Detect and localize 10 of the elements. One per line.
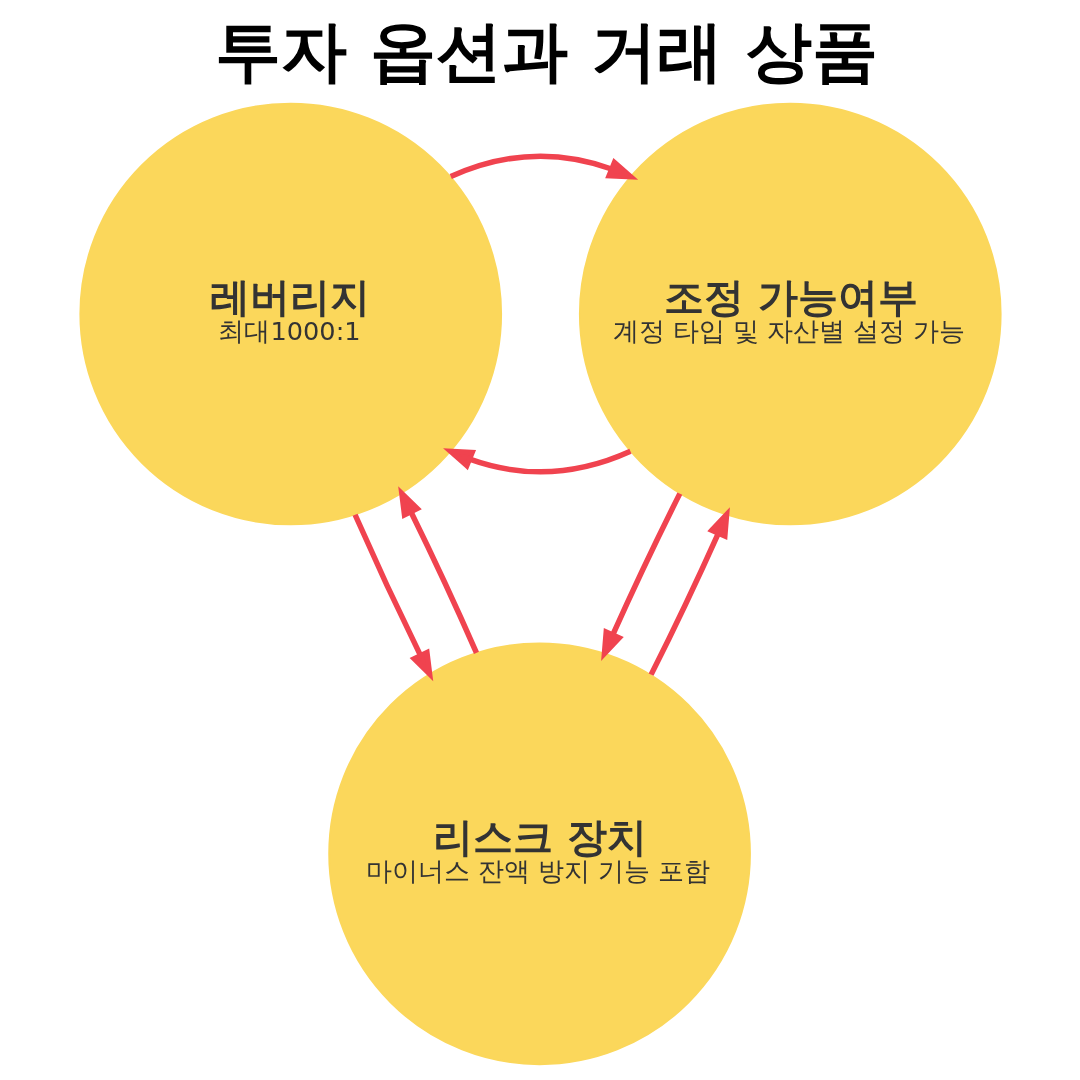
node-circle: 조정 가능여부 계정 타입 및 자산별 설정 가능 (578, 102, 1002, 526)
node-circle: 레버리지 최대1000:1 (78, 102, 502, 526)
arrow (600, 492, 682, 661)
diagram-title: 투자 옵션과 거래 상품 (214, 12, 878, 90)
arrow (648, 507, 730, 676)
node-circle: 리스크 장치 마이너스 잔액 방지 기능 포함 (327, 642, 751, 1066)
arrow (449, 153, 638, 180)
arrow (442, 448, 631, 475)
arrow (397, 486, 479, 655)
arrow (352, 513, 433, 682)
